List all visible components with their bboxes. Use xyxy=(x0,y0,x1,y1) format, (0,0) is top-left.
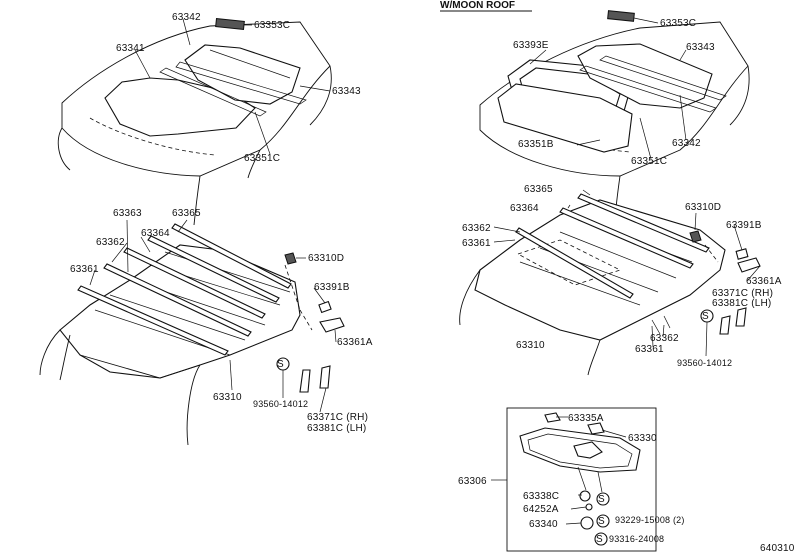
lamp-inset-leaders xyxy=(491,416,627,525)
label-63362-right: 63362 xyxy=(462,223,491,234)
right-top-leaders xyxy=(529,17,687,160)
label-63361-right: 63361 xyxy=(462,238,491,249)
label-63365-left: 63365 xyxy=(172,208,201,219)
label-63342-left: 63342 xyxy=(172,12,201,23)
label-63351c-left: 63351C xyxy=(244,153,280,164)
moonroof-header: W/MOON ROOF xyxy=(440,0,515,11)
label-63310d-left: 63310D xyxy=(308,253,344,264)
label-63353c-left: 63353C xyxy=(254,20,290,31)
label-63361-left: 63361 xyxy=(70,264,99,275)
label-63391b-left: 63391B xyxy=(314,282,350,293)
label-63341-left: 63341 xyxy=(116,43,145,54)
screw-symbol-inset-3: S xyxy=(596,534,603,545)
label-63342-right: 63342 xyxy=(672,138,701,149)
label-63393e-right: 63393E xyxy=(513,40,549,51)
label-63343-left: 63343 xyxy=(332,86,361,97)
left-sunshade-panels xyxy=(104,18,307,137)
label-64252a: 64252A xyxy=(523,504,559,515)
label-63351b-right: 63351B xyxy=(518,139,554,150)
label-63353c-right: 63353C xyxy=(660,18,696,29)
right-mid-leaders xyxy=(493,189,761,357)
left-small-parts xyxy=(276,252,345,393)
label-93560-right: 93560-14012 xyxy=(677,358,732,368)
label-63362-left: 63362 xyxy=(96,237,125,248)
left-top-leaders xyxy=(134,18,331,155)
right-moonroof-frame xyxy=(497,10,727,153)
right-small-parts xyxy=(651,230,761,335)
label-63363-left: 63363 xyxy=(113,208,142,219)
left-mid-leaders xyxy=(89,219,337,413)
label-93560-left: 93560-14012 xyxy=(253,399,308,409)
label-63310-right: 63310 xyxy=(516,340,545,351)
label-63361a-left: 63361A xyxy=(337,337,373,348)
label-63364-left: 63364 xyxy=(141,228,170,239)
label-63330: 63330 xyxy=(628,433,657,444)
label-63362-right-lower: 63362 xyxy=(650,333,679,344)
label-63381c-right: 63381C (LH) xyxy=(712,298,771,309)
label-63335a: 63335A xyxy=(568,413,604,424)
figure-number: 640310 xyxy=(760,543,795,554)
label-93229: 93229-15008 (2) xyxy=(615,515,685,525)
label-63361-right-lower: 63361 xyxy=(635,344,664,355)
right-headlining xyxy=(459,193,726,376)
label-63364-right: 63364 xyxy=(510,203,539,214)
left-rails xyxy=(77,223,292,356)
label-63310-left: 63310 xyxy=(213,392,242,403)
label-63371c-right: 63371C (RH) xyxy=(712,288,773,299)
screw-symbol-inset-2: S xyxy=(598,516,605,527)
label-63361a-right: 63361A xyxy=(746,276,782,287)
label-93316: 93316-24008 xyxy=(609,534,664,544)
screw-symbol-inset-1: S xyxy=(598,494,605,505)
screw-symbol-right: S xyxy=(702,311,709,322)
label-63338c: 63338C xyxy=(523,491,559,502)
screw-symbol-left: S xyxy=(277,359,284,370)
left-headlining xyxy=(39,244,313,446)
label-63310d-right: 63310D xyxy=(685,202,721,213)
label-63340: 63340 xyxy=(529,519,558,530)
label-63391b-right: 63391B xyxy=(726,220,762,231)
label-63306: 63306 xyxy=(458,476,487,487)
label-63351c-right: 63351C xyxy=(631,156,667,167)
label-63371c-left: 63371C (RH) xyxy=(307,412,368,423)
label-63381c-left: 63381C (LH) xyxy=(307,423,366,434)
label-63343-right: 63343 xyxy=(686,42,715,53)
left-roof-outline xyxy=(57,21,332,226)
label-63365-right: 63365 xyxy=(524,184,553,195)
